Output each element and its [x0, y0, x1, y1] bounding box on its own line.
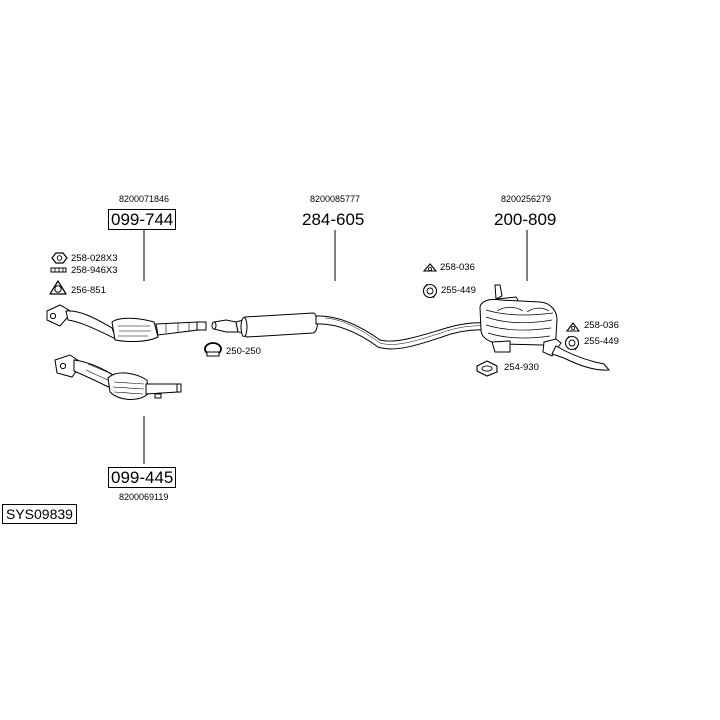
- system-code-label: SYS09839: [2, 504, 77, 524]
- label-ring-right[interactable]: 255-449: [584, 336, 619, 347]
- bolt-icon: [50, 267, 67, 273]
- rear-silencer-200-809-drawing: [479, 284, 611, 371]
- part-number-200-809[interactable]: 200-809: [494, 210, 557, 229]
- gasket-icon: [49, 280, 67, 295]
- label-nut[interactable]: 258-028X3: [71, 253, 118, 264]
- rubber-mount-right-icon: [565, 322, 581, 332]
- oe-number-rear-silencer: 8200256279: [501, 194, 552, 204]
- nut-icon: [51, 252, 68, 264]
- rubber-mount-left-icon: [422, 263, 438, 272]
- label-rubber-right[interactable]: 258-036: [584, 320, 619, 331]
- part-number-284-605[interactable]: 284-605: [302, 210, 365, 229]
- part-number-099-744[interactable]: 099-744: [108, 209, 177, 230]
- oe-number-middle-silencer: 8200085777: [310, 194, 361, 204]
- ring-left-icon: [422, 283, 438, 299]
- catalyst-099-445-drawing: [54, 354, 182, 400]
- label-clamp[interactable]: 250-250: [226, 346, 261, 357]
- catalyst-099-744-drawing: [46, 304, 207, 343]
- label-rubber-left[interactable]: 258-036: [440, 262, 475, 273]
- middle-silencer-284-605-drawing: [211, 312, 489, 350]
- oe-number-catalyst-1: 8200071846: [119, 194, 170, 204]
- oe-number-catalyst-2: 8200069119: [119, 492, 169, 502]
- label-bracket[interactable]: 254-930: [504, 362, 539, 373]
- ring-right-icon: [564, 335, 580, 351]
- label-gasket[interactable]: 256-851: [71, 285, 106, 296]
- bracket-icon: [476, 360, 498, 377]
- label-ring-left[interactable]: 255-449: [441, 285, 476, 296]
- clamp-icon: [204, 342, 222, 357]
- label-bolt[interactable]: 258-946X3: [71, 265, 118, 276]
- part-number-099-445[interactable]: 099-445: [108, 467, 177, 488]
